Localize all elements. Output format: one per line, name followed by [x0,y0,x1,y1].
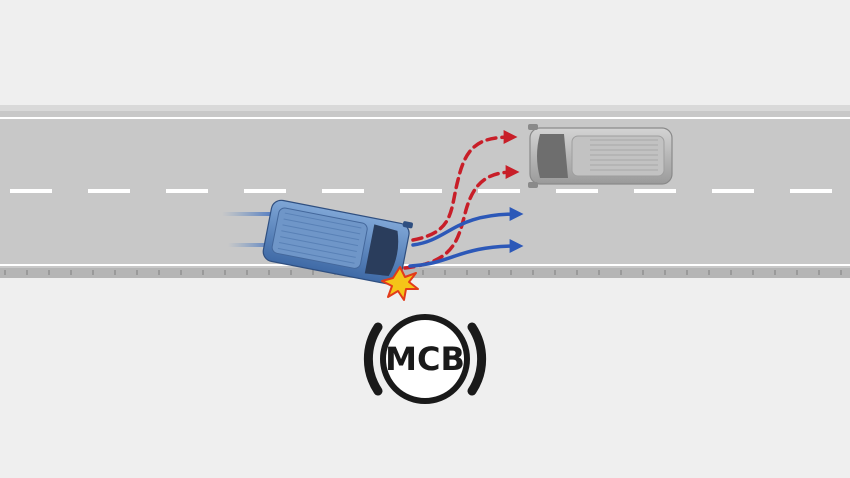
curb-tick [180,270,182,275]
curb-tick [4,270,6,275]
blue-path-upper [411,207,524,247]
red-path-upper [411,130,518,242]
curb-tick [136,270,138,275]
road-bottom-curb [0,268,850,278]
blue-van [262,199,413,290]
grey-van [528,124,673,188]
curb-tick [70,270,72,275]
curb-tick [92,270,94,275]
curb-tick [708,270,710,275]
curb-tick [752,270,754,275]
collision-star-icon [381,266,419,301]
curb-tick [796,270,798,275]
lane-dash [634,189,676,193]
curb-tick [224,270,226,275]
curb-tick [620,270,622,275]
curb-tick [840,270,842,275]
curb-tick [268,270,270,275]
curb-tick [730,270,732,275]
motion-streaks [222,212,282,247]
road [0,105,850,278]
lane-dash [166,189,208,193]
mcb-label: MCB [385,340,465,378]
curb-tick [444,270,446,275]
lane-dash [712,189,754,193]
curb-tick [554,270,556,275]
blue-path-lower [408,239,524,268]
curb-tick [422,270,424,275]
mcb-right-bracket [467,322,487,396]
curb-tick [26,270,28,275]
trajectory-paths [403,130,524,270]
curb-tick [466,270,468,275]
curb-tick [158,270,160,275]
mcb-left-bracket [363,322,383,396]
curb-tick [488,270,490,275]
curb-tick [532,270,534,275]
curb-tick [312,270,314,275]
curb-tick [114,270,116,275]
mcb-inner-ring [380,314,470,404]
lane-dash [244,189,286,193]
lane-dash [478,189,520,193]
lane-dash [322,189,364,193]
lane-dash [88,189,130,193]
lane-dash [10,189,52,193]
lane-dash [556,189,598,193]
lane-dash [400,189,442,193]
curb-tick [598,270,600,275]
red-path-lower [403,165,520,270]
curb-tick [642,270,644,275]
mcb-indicator-icon: MCB [363,314,487,404]
curb-tick [818,270,820,275]
curb-tick [290,270,292,275]
lane-marking [10,189,832,193]
curb-tick [48,270,50,275]
curb-tick [774,270,776,275]
curb-tick [246,270,248,275]
curb-tick [686,270,688,275]
curb-tick [202,270,204,275]
curb-tick [664,270,666,275]
lane-dash [790,189,832,193]
curb-tick [510,270,512,275]
road-top-edge [0,105,850,111]
curb-tick [576,270,578,275]
